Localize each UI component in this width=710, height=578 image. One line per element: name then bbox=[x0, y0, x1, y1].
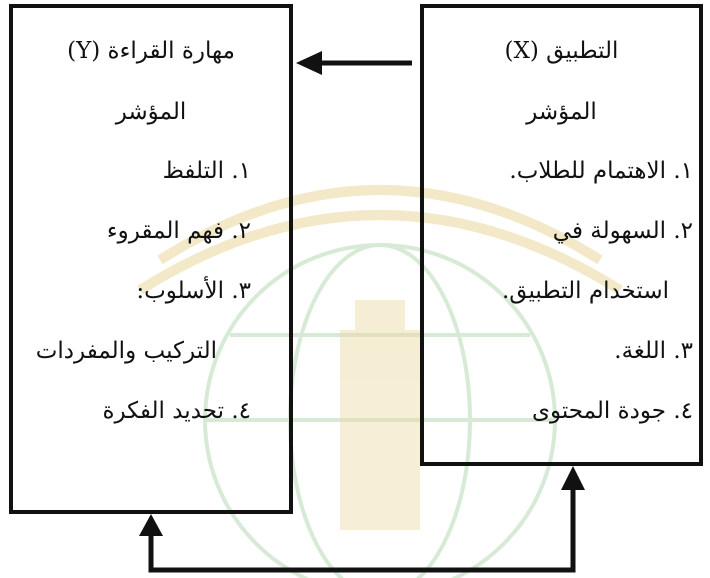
box-x-title: التطبيق (X) bbox=[504, 38, 619, 64]
box-x-item-1: ١. الاهتمام للطلاب. bbox=[509, 158, 693, 184]
box-y-item-2: ٢. فهم المقروء bbox=[106, 218, 251, 244]
box-y-title: مهارة القراءة (Y) bbox=[67, 38, 235, 64]
box-x-item-2-cont: استخدام التطبيق. bbox=[501, 278, 669, 304]
box-y-item-4: ٤. تحديد الفكرة bbox=[102, 398, 251, 424]
box-reading-skill: مهارة القراءة (Y) المؤشر ١. التلفظ ٢. فه… bbox=[9, 4, 293, 514]
arrow-x-to-y bbox=[296, 51, 412, 75]
arrowhead-up-y bbox=[139, 514, 163, 536]
arrow-bottom-connector bbox=[148, 486, 576, 573]
box-y-indicator-label: المؤشر bbox=[115, 99, 187, 125]
box-x-item-4: ٤. جودة المحتوى bbox=[531, 398, 693, 424]
box-x-item-2: ٢. السهولة في bbox=[552, 218, 693, 244]
box-y-item-3: ٣. الأسلوب: bbox=[136, 278, 251, 304]
box-x-indicator-label: المؤشر bbox=[526, 99, 597, 125]
box-x-item-3: ٣. اللغة. bbox=[614, 338, 693, 364]
box-y-item-3-detail: التركيب والمفردات bbox=[35, 338, 217, 364]
box-y-item-1: ١. التلفظ bbox=[162, 158, 251, 184]
arrowhead-up-x bbox=[561, 466, 585, 490]
box-application: التطبيق (X) المؤشر ١. الاهتمام للطلاب. ٢… bbox=[420, 4, 703, 466]
